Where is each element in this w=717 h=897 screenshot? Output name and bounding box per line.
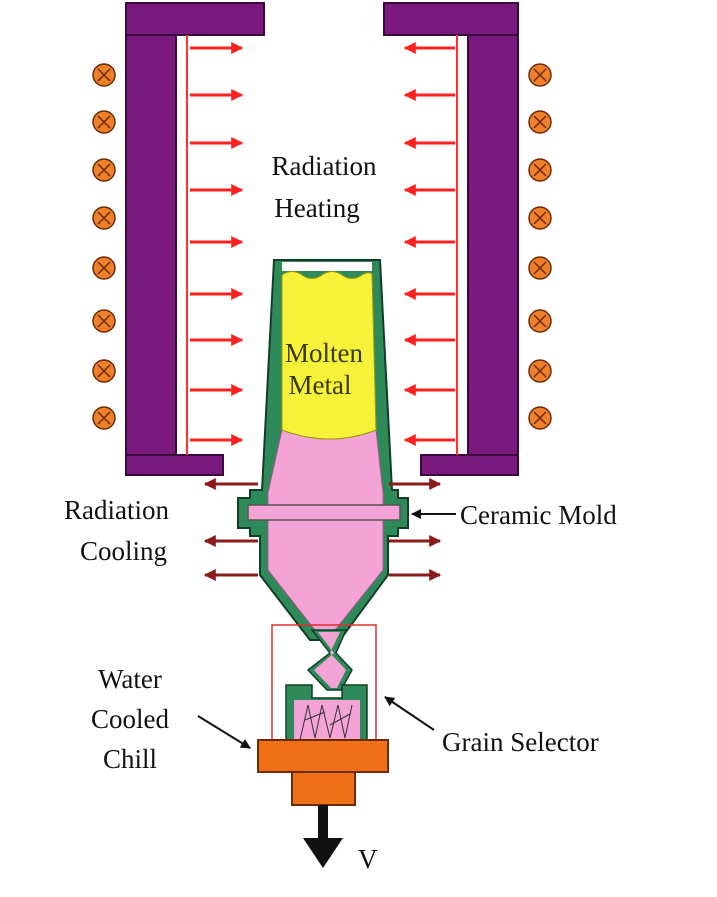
heating-arrows-left [190, 42, 244, 446]
label-radiation-heating-1: Radiation [272, 151, 377, 181]
coil-circle-cross-icon [92, 63, 116, 87]
coil-circle-cross-icon [92, 309, 116, 333]
starter-grains [299, 704, 353, 741]
coil-circle-cross-icon [528, 256, 552, 280]
coil-circle-cross-icon [528, 406, 552, 430]
label-radiation-cooling-1: Radiation [64, 495, 169, 525]
chill-plate [257, 739, 389, 773]
label-velocity: V [358, 844, 378, 874]
label-radiation-cooling-2: Cooling [80, 536, 167, 566]
mold-top-gap [282, 262, 372, 271]
coil-circle-cross-icon [92, 110, 116, 134]
water-chill-pointer [197, 715, 251, 749]
coil-circle-cross-icon [528, 309, 552, 333]
coil-circle-cross-icon [528, 110, 552, 134]
coil-circle-cross-icon [92, 406, 116, 430]
heating-arrows-right [403, 42, 455, 446]
label-ceramic-mold: Ceramic Mold [460, 500, 617, 530]
coil-circle-cross-icon [92, 256, 116, 280]
radiation-cooling-arrows [203, 478, 442, 581]
furnace-wall-left [125, 2, 265, 476]
coil-circle-cross-icon [528, 359, 552, 383]
induction-coils-right [528, 63, 552, 430]
label-water-chill-2: Cooled [91, 704, 169, 734]
withdrawal-down-arrow-icon [303, 805, 343, 868]
molten-metal [281, 271, 377, 440]
coil-circle-cross-icon [528, 63, 552, 87]
starter-block-metal [294, 700, 360, 740]
label-molten-metal-1: Molten [285, 338, 363, 368]
coil-circle-cross-icon [92, 206, 116, 230]
label-radiation-heating-2: Heating [274, 193, 359, 223]
label-grain-selector: Grain Selector [442, 727, 599, 757]
mold-flange [247, 504, 401, 521]
grain-selector-pointer [384, 696, 435, 731]
induction-coils-left [92, 63, 116, 430]
coil-circle-cross-icon [528, 206, 552, 230]
coil-circle-cross-icon [92, 158, 116, 182]
label-water-chill-1: Water [98, 664, 162, 694]
furnace-wall-right [383, 2, 519, 476]
label-molten-metal-2: Metal [289, 370, 352, 400]
selector-helix-metal [314, 632, 346, 688]
chill-stem [291, 771, 356, 806]
coil-circle-cross-icon [528, 158, 552, 182]
label-water-chill-3: Chill [103, 744, 157, 774]
coil-circle-cross-icon [92, 359, 116, 383]
